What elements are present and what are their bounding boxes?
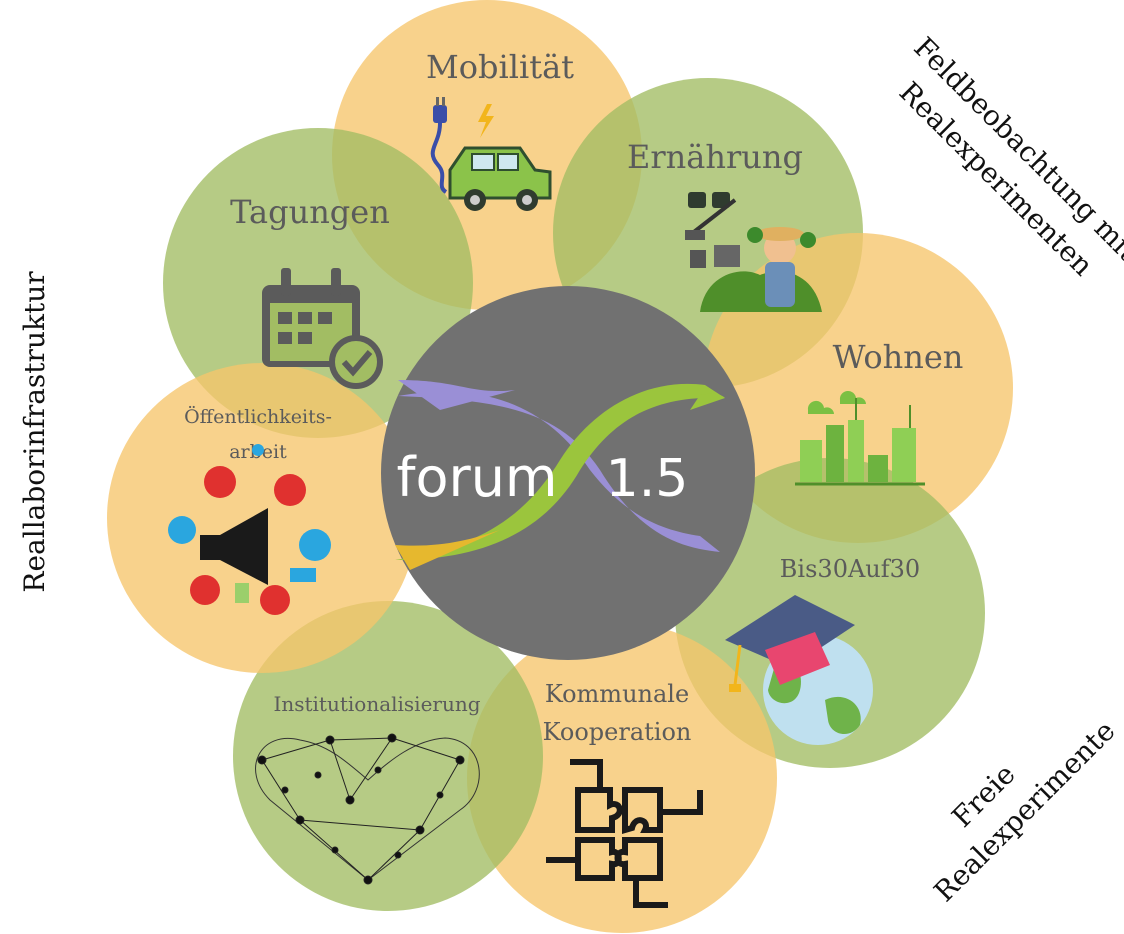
label-wohnen: Wohnen bbox=[833, 338, 964, 376]
forum-logo: forum 1.5 bbox=[381, 286, 755, 660]
megaphone-social-icon bbox=[168, 444, 331, 615]
green-city-icon bbox=[795, 390, 925, 486]
label-kommunale: Kommunale bbox=[545, 680, 689, 708]
logo-number: 1.5 bbox=[606, 449, 689, 509]
electric-car-icon bbox=[430, 97, 552, 211]
label-institutionalisierung: Institutionalisierung bbox=[273, 692, 480, 716]
petal-tagungen bbox=[163, 128, 473, 438]
label-bis30auf30: Bis30Auf30 bbox=[780, 555, 920, 583]
logo-word: forum bbox=[396, 446, 557, 509]
label-ernaehrung: Ernährung bbox=[627, 138, 803, 176]
side-label-top-right-line1: Feldbeobachtung mit bbox=[907, 31, 1124, 268]
label-mobilitaet: Mobilität bbox=[426, 48, 574, 86]
label-tagungen: Tagungen bbox=[230, 193, 390, 231]
label-oeffentlichkeits: Öffentlichkeits- bbox=[184, 405, 332, 428]
petal-kommunale-kooperation bbox=[467, 623, 777, 933]
farmer-garden-icon bbox=[685, 192, 822, 312]
puzzle-hands-icon bbox=[546, 759, 703, 908]
side-label-left: Reallaborinfrastruktur bbox=[18, 271, 51, 593]
calendar-check-icon bbox=[262, 268, 383, 389]
label-kooperation: Kooperation bbox=[543, 718, 692, 746]
network-heart-icon bbox=[255, 733, 480, 885]
graduation-globe-icon bbox=[725, 595, 873, 745]
